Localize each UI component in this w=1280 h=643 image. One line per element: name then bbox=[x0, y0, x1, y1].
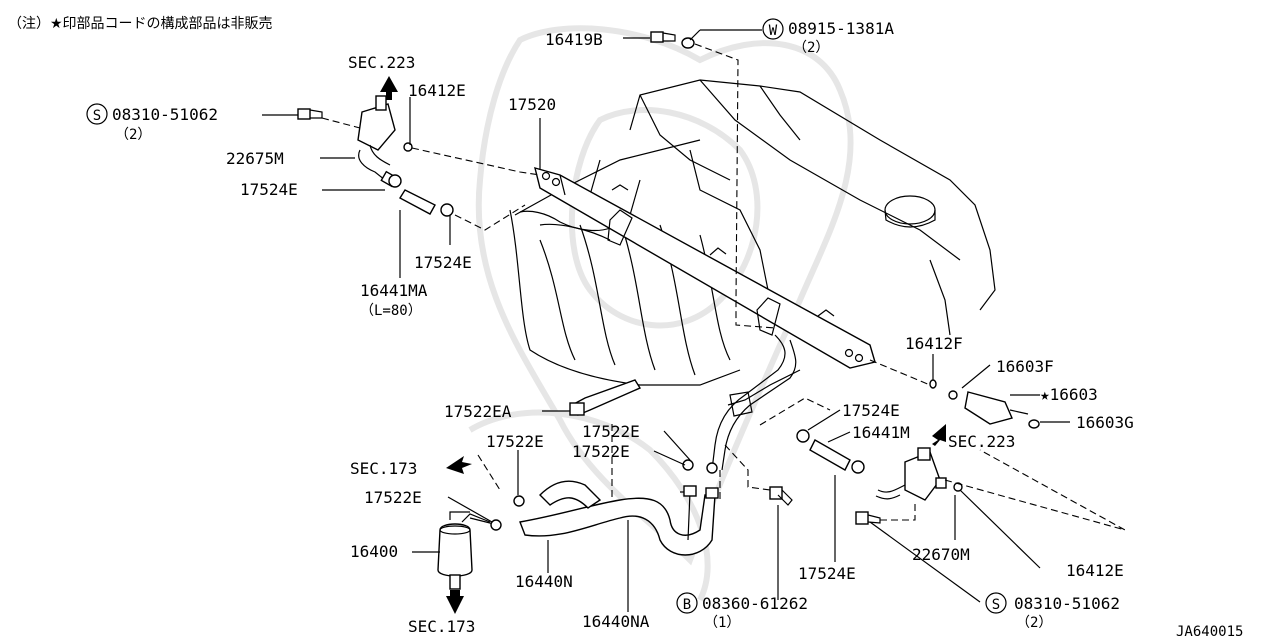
label-16441MA-length: （L=80） bbox=[360, 303, 422, 319]
label-16441M: 16441M bbox=[852, 423, 910, 442]
small-parts bbox=[297, 31, 963, 531]
s-screw-symbol-top bbox=[86, 103, 108, 125]
label-16440NA: 16440NA bbox=[582, 612, 650, 631]
label-16412E-top: 16412E bbox=[408, 81, 466, 100]
label-08915-1381A: 08915-1381A bbox=[788, 19, 894, 38]
fuel-rail bbox=[519, 167, 876, 369]
footnote: （注）★印部品コードの構成部品は非販売 bbox=[8, 16, 273, 32]
label-08310-top: 08310-51062 bbox=[112, 105, 218, 124]
arrow-sec223-right bbox=[932, 424, 946, 446]
label-16412E-bottom: 16412E bbox=[1066, 561, 1124, 580]
label-sec223-top: SEC.223 bbox=[348, 53, 415, 72]
label-16603G: 16603G bbox=[1076, 413, 1134, 432]
label-17524E-d: 17524E bbox=[798, 564, 856, 583]
label-17522EA: 17522EA bbox=[444, 402, 512, 421]
label-16440N: 16440N bbox=[515, 572, 573, 591]
label-17524E-c: 17524E bbox=[842, 401, 900, 420]
label-17522E-b: 17522E bbox=[486, 432, 544, 451]
pressure-regulator-bottom bbox=[875, 447, 947, 501]
arrow-sec173-top bbox=[446, 456, 472, 474]
label-17520: 17520 bbox=[508, 95, 556, 114]
leader-lines bbox=[262, 29, 1126, 612]
pressure-regulator-top bbox=[357, 95, 398, 188]
label-sec223-right: SEC.223 bbox=[948, 432, 1015, 451]
label-sec173-bottom: SEC.173 bbox=[408, 617, 475, 636]
label-17522E-a: 17522E bbox=[582, 422, 640, 441]
w-washer-symbol bbox=[762, 18, 784, 40]
label-08310-bottom: 08310-51062 bbox=[1014, 594, 1120, 613]
watermark-emblem bbox=[468, 25, 854, 602]
label-17524E-b: 17524E bbox=[414, 253, 472, 272]
label-08310-top-qty: （2） bbox=[115, 127, 151, 143]
direction-arrows bbox=[380, 76, 946, 614]
label-16441MA: 16441MA bbox=[360, 281, 428, 300]
label-17522E-d: 17522E bbox=[364, 488, 422, 507]
label-16603: ★16603 bbox=[1040, 385, 1098, 404]
svg-text:B: B bbox=[683, 597, 691, 613]
arrow-sec173-bottom bbox=[446, 590, 464, 614]
label-08310-bottom-qty: （2） bbox=[1016, 615, 1052, 631]
s-screw-symbol-bottom bbox=[985, 592, 1007, 614]
svg-text:S: S bbox=[93, 108, 101, 124]
svg-text:W: W bbox=[769, 23, 778, 39]
circled-symbols: W S S B bbox=[86, 18, 1007, 614]
label-08360-61262: 08360-61262 bbox=[702, 594, 808, 613]
b-bolt-symbol bbox=[676, 592, 698, 614]
label-16419B: 16419B bbox=[545, 30, 603, 49]
label-17524E-a: 17524E bbox=[240, 180, 298, 199]
label-16412F: 16412F bbox=[905, 334, 963, 353]
label-17522E-c: 17522E bbox=[572, 442, 630, 461]
label-22670M: 22670M bbox=[912, 545, 970, 564]
engine-block-illustration bbox=[509, 79, 996, 386]
label-08360-qty: （1） bbox=[704, 615, 740, 631]
label-sec173-top: SEC.173 bbox=[350, 459, 417, 478]
fuel-injector bbox=[929, 379, 1040, 429]
label-22675M: 22675M bbox=[226, 149, 284, 168]
fuel-pipes bbox=[437, 334, 801, 590]
svg-text:S: S bbox=[992, 597, 1000, 613]
label-08915-qty: （2） bbox=[793, 40, 829, 56]
arrow-up-sec223-top bbox=[380, 76, 398, 100]
drawing-id: JA640015 bbox=[1176, 624, 1243, 639]
label-16603F: 16603F bbox=[996, 357, 1054, 376]
label-16400: 16400 bbox=[350, 542, 398, 561]
